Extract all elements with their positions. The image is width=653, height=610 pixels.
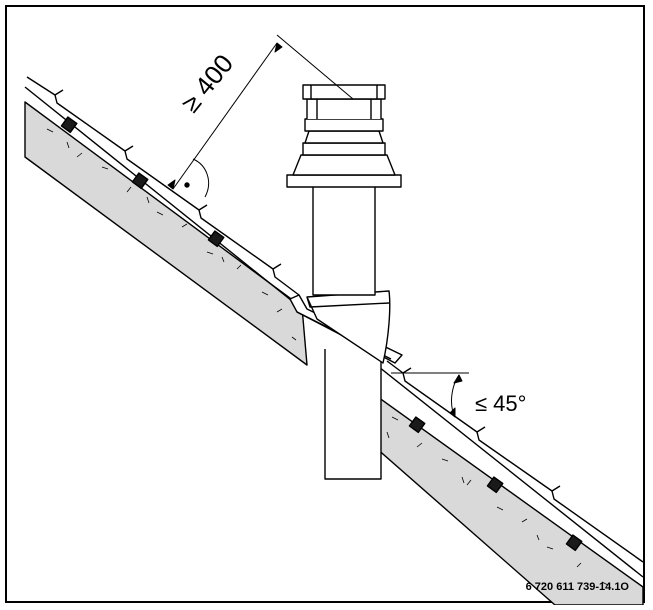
drawing-frame: ≥ 400 ≤ 45° 6 720 611 739-14.1O	[5, 5, 645, 605]
dimension-min-distance	[167, 34, 354, 198]
flue-terminal	[286, 84, 402, 188]
max-angle-label: ≤ 45°	[475, 391, 527, 416]
roof-insulation-upper	[24, 101, 308, 366]
batten-2	[131, 172, 149, 190]
roof-flue-diagram	[24, 34, 644, 605]
roof-tiles-upper	[26, 76, 300, 296]
roof-lower-right	[374, 360, 644, 605]
dimension-max-angle	[391, 372, 469, 418]
roof-tiles-lower	[386, 360, 644, 563]
batten-4	[408, 416, 426, 434]
roof-upper-left	[24, 76, 308, 366]
insulation-hatch-upper	[46, 128, 297, 341]
batten-5	[486, 476, 504, 494]
batten-1	[60, 116, 78, 134]
batten-6	[565, 534, 583, 552]
drawing-number: 6 720 611 739-14.1O	[525, 581, 629, 593]
flue-pipe-lower	[324, 349, 382, 480]
flue-collar	[306, 290, 391, 364]
batten-3	[207, 230, 225, 248]
flue-pipe	[286, 84, 402, 480]
flue-pipe-upper	[312, 184, 376, 296]
insulation-hatch-lower	[386, 416, 609, 586]
